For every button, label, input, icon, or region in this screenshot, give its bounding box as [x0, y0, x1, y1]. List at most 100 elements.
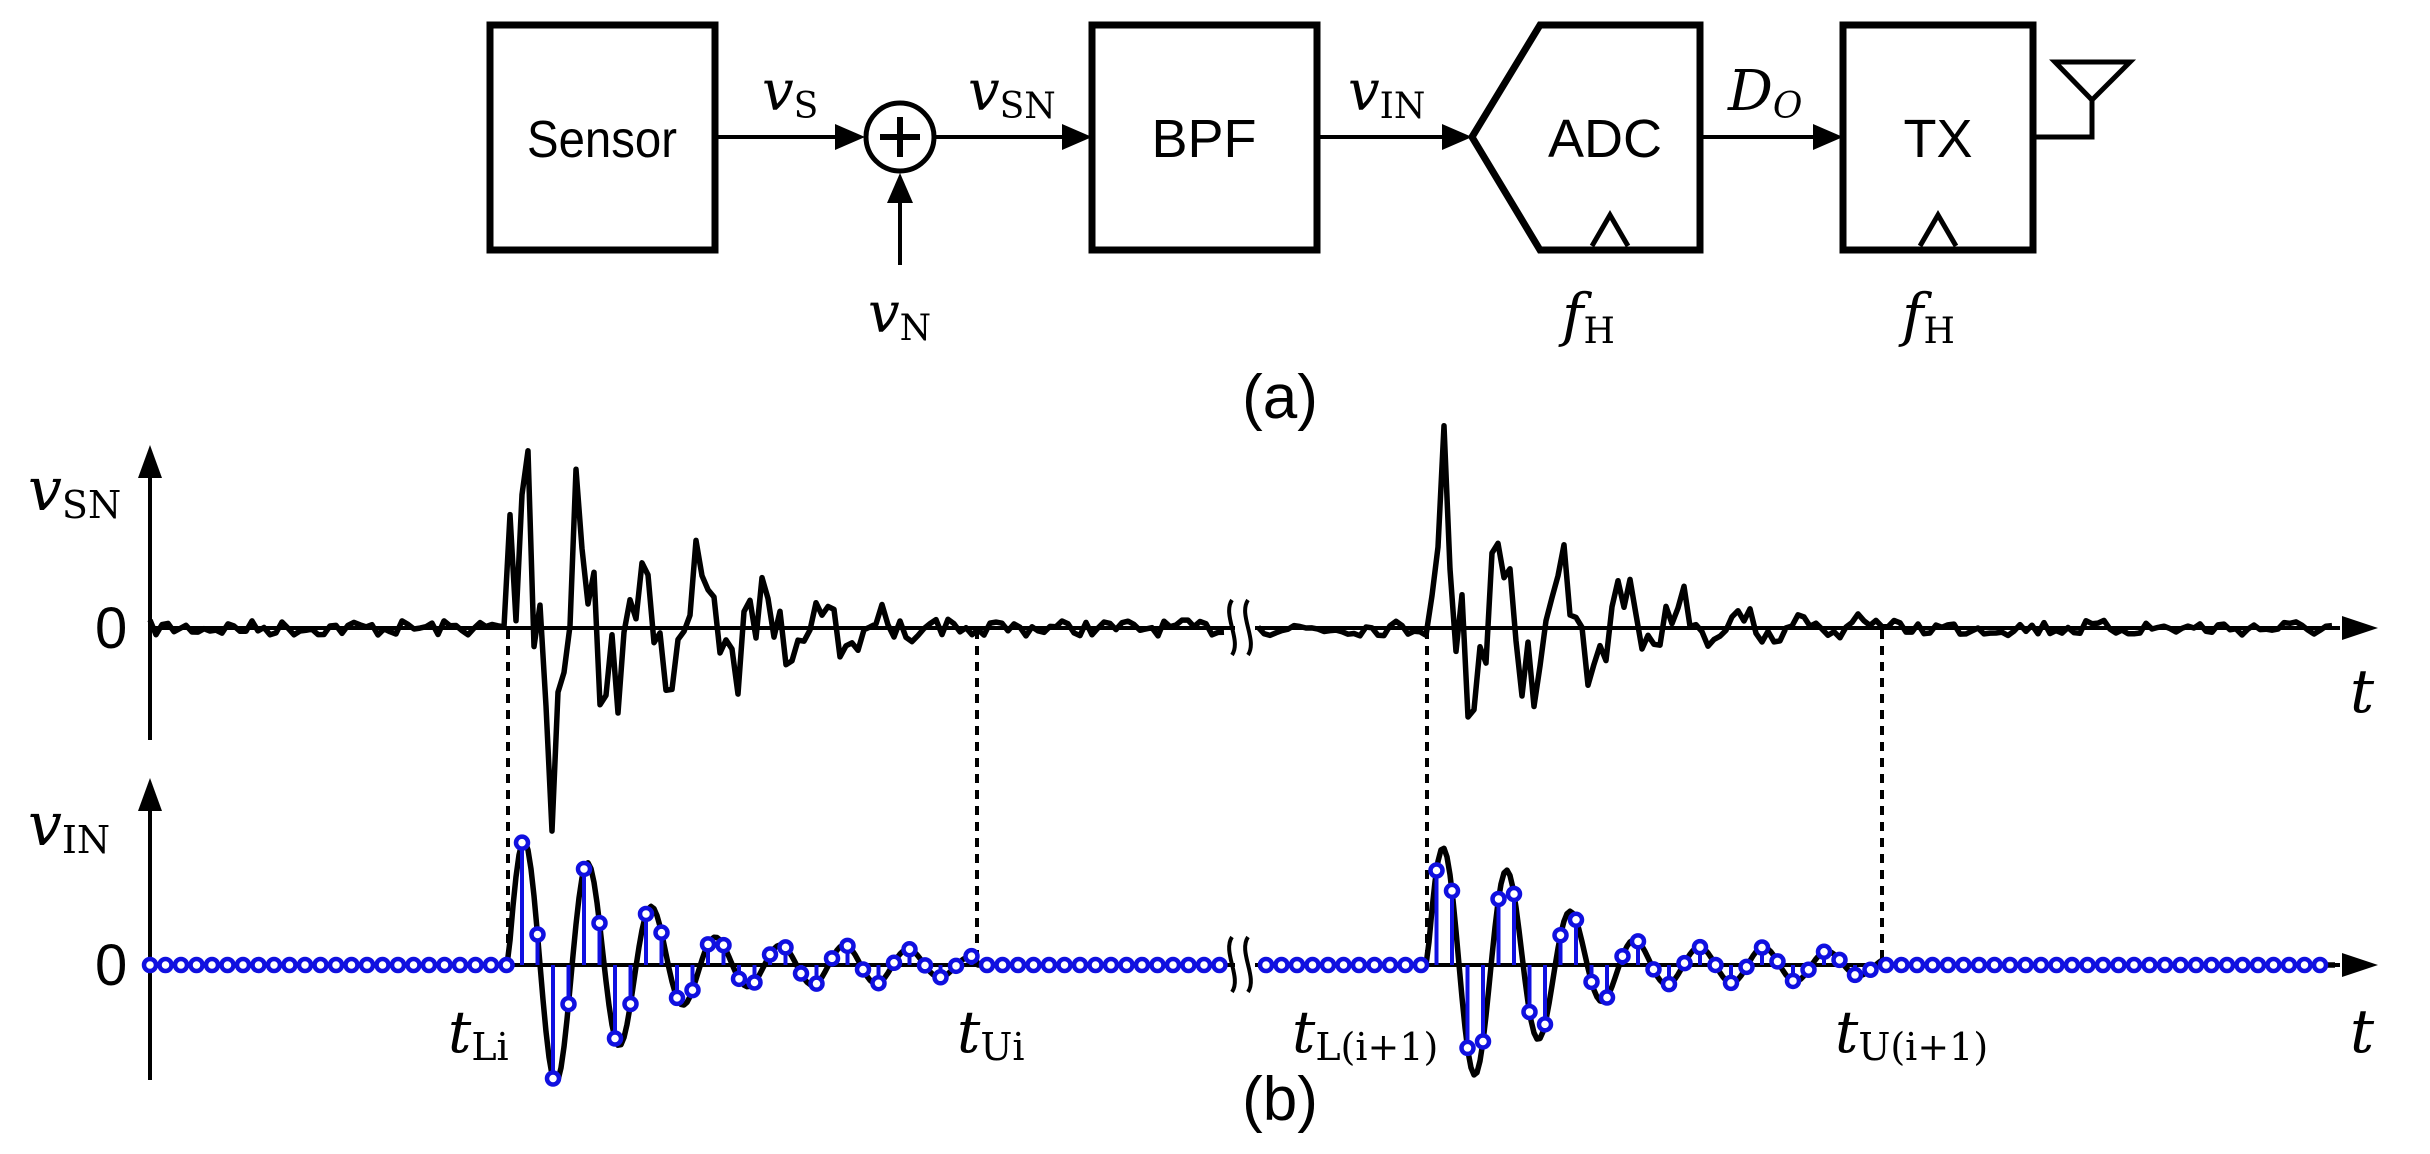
sample-point — [312, 956, 329, 974]
sample-point — [1474, 1033, 1492, 1050]
sample-point — [792, 965, 810, 982]
bottom-axis-break — [1227, 935, 1253, 994]
sample-point — [1118, 956, 1135, 974]
sample-point — [2141, 956, 2158, 974]
sample-point — [2079, 956, 2096, 974]
event-markers — [506, 630, 1884, 962]
sample-point — [1304, 956, 1321, 974]
bottom-zero-label: 0 — [95, 933, 127, 998]
label-t-l1: tL(i+1) — [1292, 998, 1438, 1069]
sample-point — [823, 950, 841, 967]
sample-point — [575, 860, 593, 878]
sample-point — [1970, 956, 1988, 974]
sample-point — [963, 947, 980, 965]
sample-point — [591, 914, 608, 932]
sample-point — [1629, 933, 1647, 950]
sample-dots — [141, 834, 2329, 1087]
sample-point — [188, 956, 205, 974]
label-vin: vIN — [1348, 59, 1425, 127]
sample-point — [1149, 956, 1166, 974]
sample-point — [1335, 956, 1352, 974]
sample-point — [389, 956, 407, 974]
sample-point — [1412, 956, 1430, 974]
sample-point — [2032, 956, 2050, 974]
sample-point — [746, 974, 763, 991]
bpf-block — [1088, 21, 1321, 254]
sample-point — [420, 956, 438, 974]
sample-point — [885, 954, 903, 972]
sample-point — [1350, 956, 1368, 974]
sample-point — [1459, 1039, 1476, 1057]
sample-point — [529, 926, 546, 943]
sample-point — [637, 905, 655, 923]
sample-point — [1273, 956, 1290, 974]
sample-point — [405, 956, 422, 974]
label-vn: vN — [868, 281, 931, 349]
sample-point — [1211, 956, 1228, 974]
sample-point — [1025, 956, 1042, 974]
sample-point — [1087, 956, 1104, 974]
sample-point — [2063, 956, 2081, 974]
sample-point — [1288, 956, 1306, 974]
sample-point — [1583, 973, 1600, 991]
arrow-vs — [835, 124, 865, 150]
sample-point — [932, 969, 949, 986]
sample-point — [1691, 938, 1709, 956]
sample-point — [1800, 961, 1817, 978]
sample-point — [1040, 956, 1058, 974]
sensor-block — [486, 21, 719, 254]
bottom-waveform: vIN 0 t tLi tUi tL(i+1) tU(i+1) (b) — [28, 778, 2378, 1134]
caption-b: (b) — [1242, 1065, 1318, 1134]
sample-point — [916, 957, 934, 974]
sample-point — [2110, 956, 2127, 974]
sample-point — [1257, 956, 1275, 974]
sample-point — [1133, 956, 1151, 974]
sample-point — [2296, 956, 2313, 974]
sample-point — [668, 989, 686, 1007]
sample-point — [978, 956, 996, 974]
sample-point — [2203, 956, 2220, 974]
sample-point — [808, 975, 825, 992]
arrow-do — [1813, 124, 1843, 150]
sample-point — [141, 956, 159, 974]
sample-point — [870, 974, 887, 992]
sample-point — [1769, 953, 1786, 970]
top-y-arrow — [138, 445, 162, 478]
sample-point — [1877, 956, 1895, 974]
sample-point — [2156, 956, 2174, 974]
sample-point — [1722, 974, 1740, 992]
sample-point — [1009, 956, 1027, 974]
sample-point — [234, 956, 252, 974]
sample-point — [684, 981, 701, 999]
label-t-u1: tU(i+1) — [1835, 998, 1988, 1069]
sample-point — [374, 956, 391, 974]
sample-point — [296, 956, 314, 974]
sample-point — [1102, 956, 1120, 974]
label-fh-adc: fH — [1558, 281, 1615, 352]
adc-clock-icon — [1589, 210, 1631, 248]
bottom-x-label: t — [2350, 997, 2375, 1067]
antenna-icon — [2033, 59, 2137, 140]
vsn-trace — [147, 422, 2333, 834]
sample-point — [1505, 885, 1523, 903]
sample-point — [1536, 1016, 1554, 1033]
top-zero-label: 0 — [95, 596, 127, 661]
bottom-y-label: vIN — [28, 790, 110, 862]
sample-point — [250, 956, 267, 974]
sample-point — [1614, 947, 1631, 965]
sample-point — [1846, 966, 1864, 984]
sample-point — [157, 956, 174, 974]
sample-point — [436, 956, 453, 974]
arrow-vin — [1442, 124, 1472, 150]
sample-point — [2017, 956, 2034, 974]
sample-point — [994, 956, 1011, 974]
sample-point — [1815, 943, 1833, 961]
sample-point — [715, 936, 732, 954]
sample-point — [343, 956, 360, 974]
bottom-y-arrow — [138, 778, 162, 811]
sample-point — [2218, 956, 2236, 974]
tx-label: TX — [1903, 109, 1972, 169]
sample-point — [1490, 890, 1507, 908]
label-fh-tx: fH — [1898, 281, 1955, 352]
sample-point — [1521, 1003, 1538, 1021]
